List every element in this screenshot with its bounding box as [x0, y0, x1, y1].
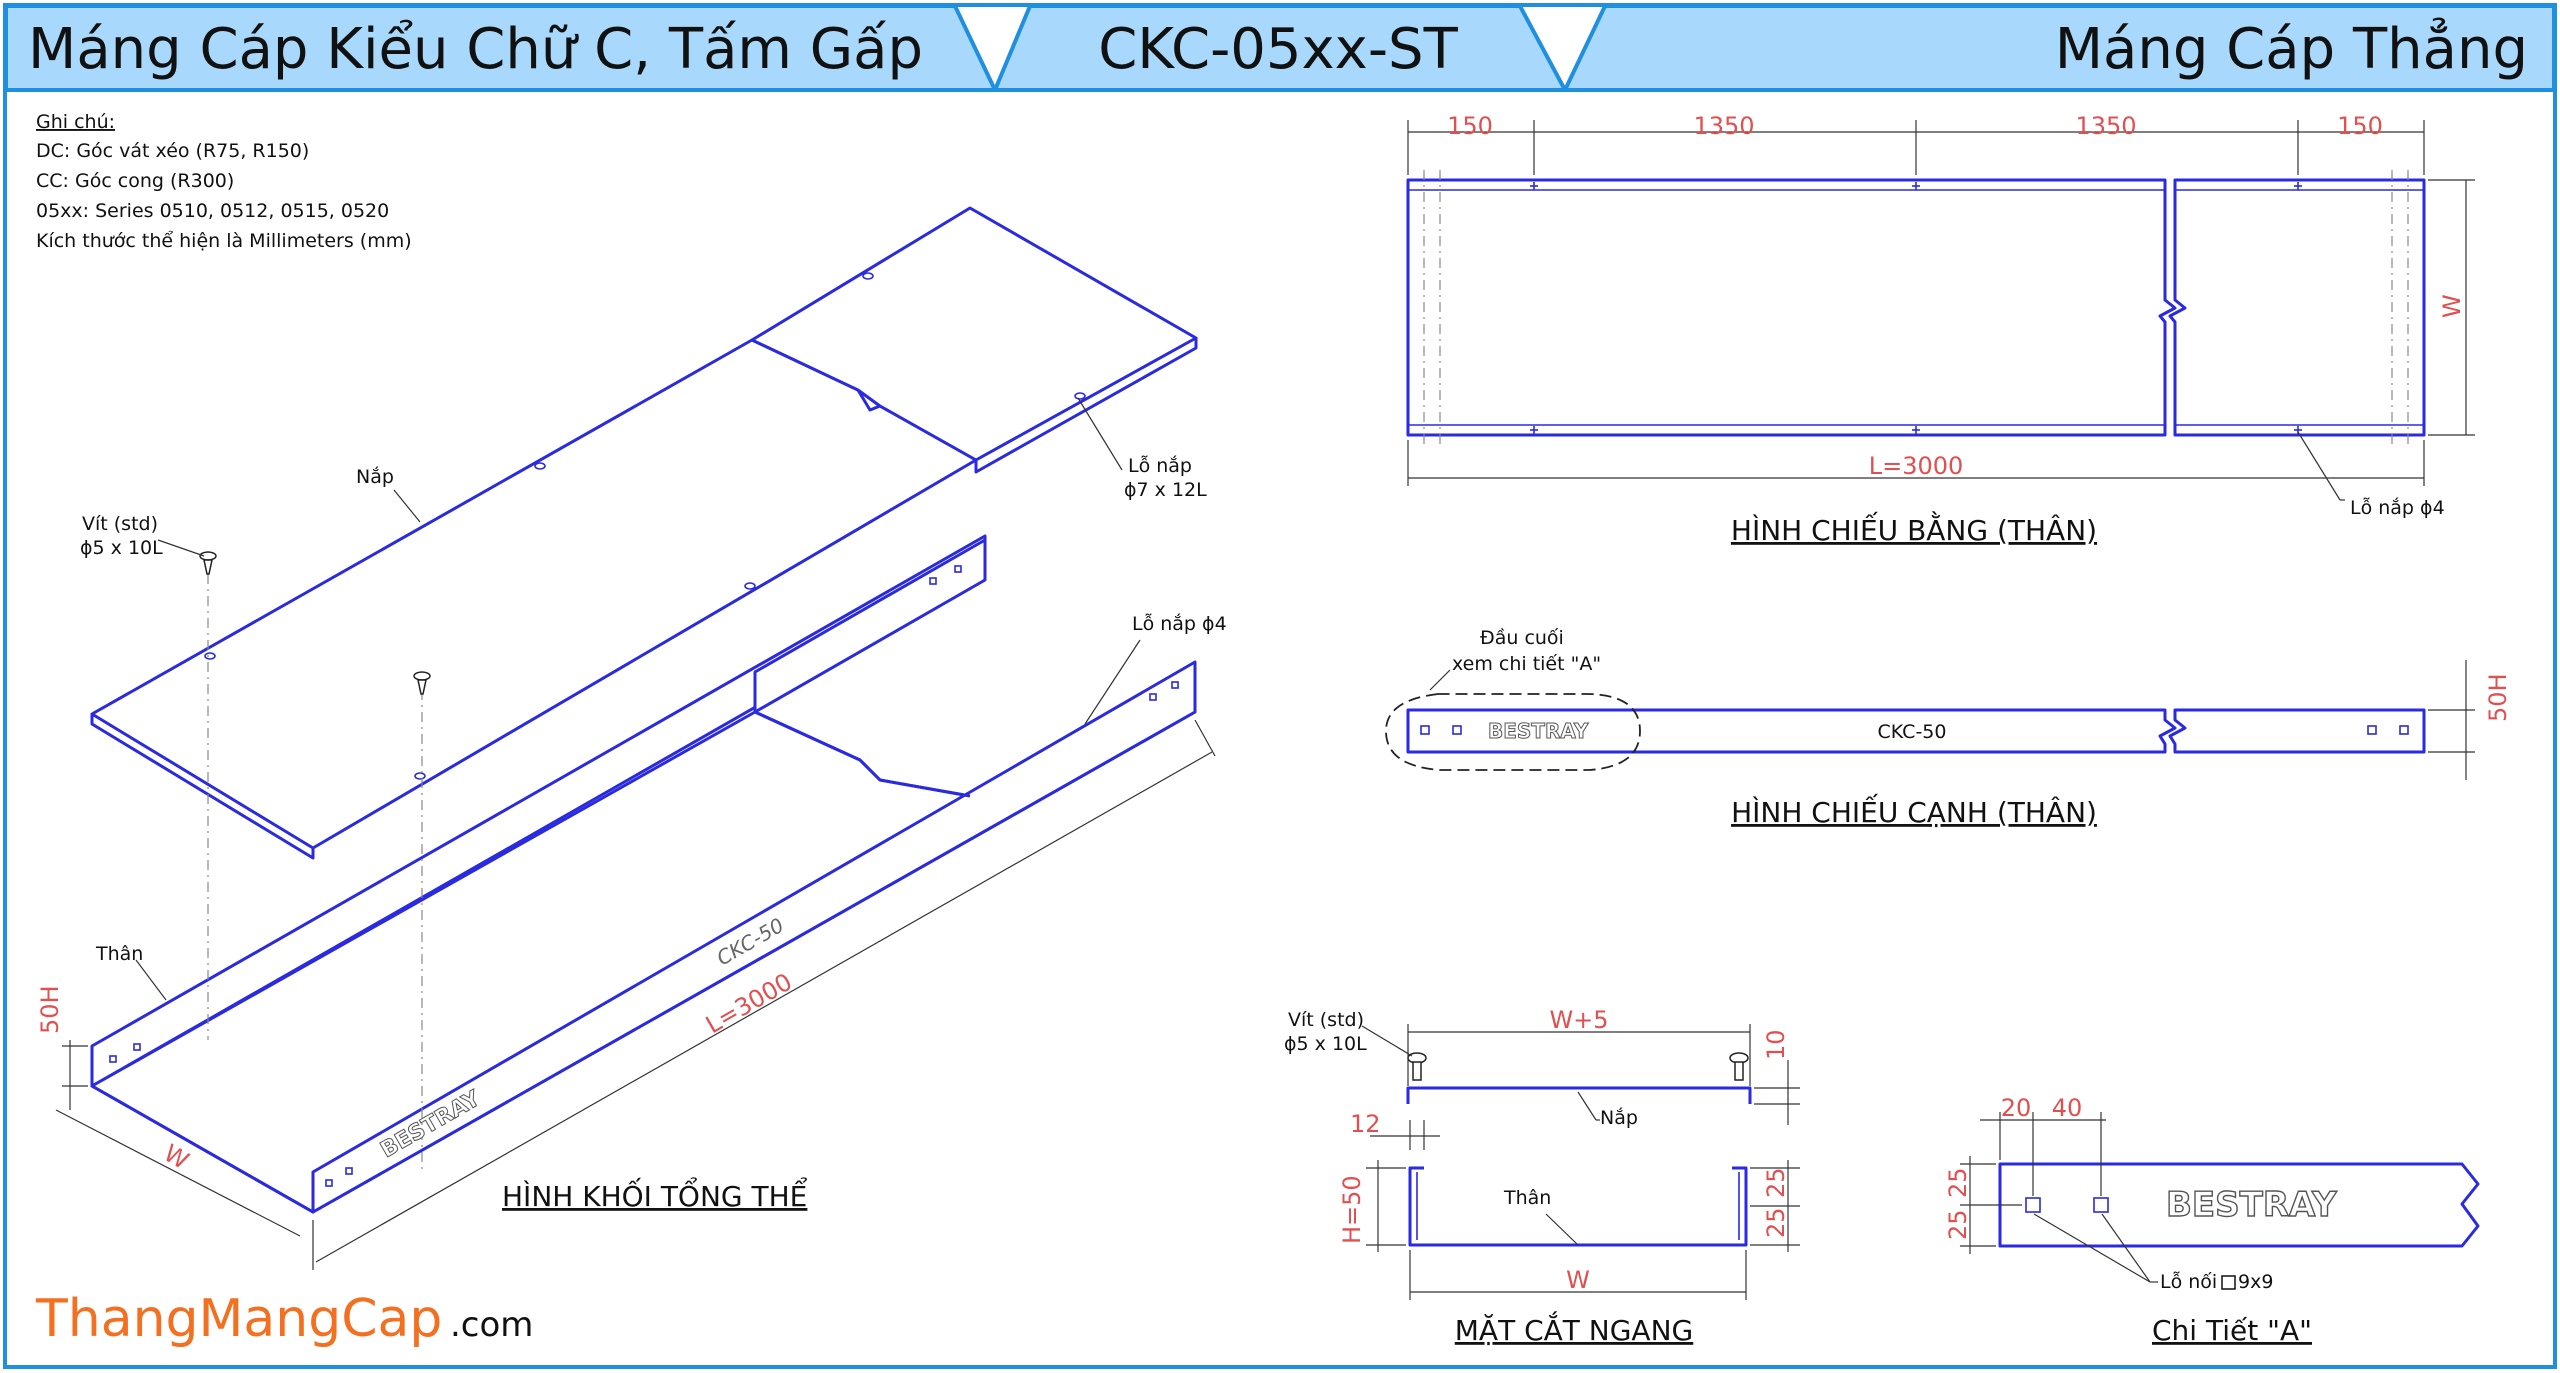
- side-view-caption: HÌNH CHIẾU CẠNH (THÂN): [1731, 792, 2097, 829]
- notes-heading: Ghi chú:: [36, 111, 115, 133]
- top-view-segment-2: [2168, 178, 2426, 437]
- isometric-view: Nắp Vít (std) ϕ5 x 10L Lỗ nắp ϕ7 x 12L L…: [36, 206, 1227, 1270]
- detail-dim-v1: 25: [1944, 1167, 1972, 1198]
- side-view: BESTRAY CKC-50 Đầu cuối xem chi tiết "A"…: [1385, 627, 2512, 829]
- iso-body-label: Thân: [95, 943, 143, 965]
- section-height-dim: H=50: [1338, 1175, 1366, 1244]
- top-view-segment-1: [1406, 178, 2177, 437]
- side-view-segment-1: [1406, 708, 2177, 754]
- detail-brand-mark: BESTRAY: [2166, 1185, 2337, 1225]
- notes-block: Ghi chú: DC: Góc vát xéo (R75, R150) CC:…: [36, 111, 412, 252]
- section-lower-half-dim: 25: [1762, 1207, 1790, 1238]
- section-screw-label: Vít (std): [1288, 1009, 1364, 1031]
- detail-a-callout: [1385, 693, 1641, 771]
- iso-cover-hole-spec: ϕ7 x 12L: [1124, 479, 1207, 501]
- iso-width-dim: W: [159, 1139, 194, 1175]
- square-hole-icon: [2221, 1275, 2236, 1290]
- side-end-label-2: xem chi tiết "A": [1452, 653, 1601, 675]
- iso-cover-label: Nắp: [356, 465, 394, 488]
- side-view-segment-2: [2168, 708, 2426, 754]
- footer-brand: ThangMangCap: [35, 1289, 442, 1349]
- detail-hole-spec: 9x9: [2238, 1271, 2273, 1293]
- section-body: [1408, 1166, 1748, 1247]
- note-line: 05xx: Series 0510, 0512, 0515, 0520: [36, 200, 389, 222]
- section-cover-height-dim: 10: [1762, 1029, 1790, 1060]
- body-far-wall-2: [753, 538, 987, 714]
- screw-icon: [199, 551, 217, 575]
- screw-icon: [1729, 1052, 1749, 1081]
- side-height-dim: 50H: [2484, 673, 2512, 722]
- section-upper-half-dim: 25: [1762, 1167, 1790, 1198]
- top-dim-3: 1350: [2075, 112, 2136, 140]
- section-caption: MẶT CẮT NGANG: [1455, 1310, 1693, 1347]
- section-cover: [1406, 1086, 1752, 1104]
- screw-icon: [1407, 1052, 1427, 1081]
- detail-a-view: BESTRAY 20 40 25 25 Lỗ nối 9x9 Chi Tiết …: [1944, 1094, 2480, 1347]
- section-cover-label: Nắp: [1600, 1106, 1638, 1129]
- top-dim-4: 150: [2337, 112, 2383, 140]
- footer-logo: ThangMangCap .com: [35, 1289, 533, 1349]
- title-bar: Máng Cáp Kiểu Chữ C, Tấm Gấp CKC-05xx-ST…: [4, 4, 2556, 92]
- top-view-caption: HÌNH CHIẾU BẰNG (THÂN): [1731, 510, 2097, 547]
- top-length-dim: L=3000: [1869, 452, 1964, 480]
- top-dim-1: 150: [1447, 112, 1493, 140]
- top-dim-2: 1350: [1693, 112, 1754, 140]
- header-left-title: Máng Cáp Kiểu Chữ C, Tấm Gấp: [28, 17, 923, 82]
- detail-hole-label: Lỗ nối: [2160, 1270, 2217, 1293]
- top-hole-label: Lỗ nắp ϕ4: [2350, 496, 2445, 519]
- note-line: DC: Góc vát xéo (R75, R150): [36, 140, 309, 162]
- section-gap-dim: 12: [1350, 1110, 1381, 1138]
- screw-icon: [413, 671, 431, 695]
- iso-height-dim: 50H: [36, 985, 64, 1034]
- section-view: W+5 10 12 H=50 25 25 W Vít (std) ϕ5 x 10…: [1284, 1006, 1800, 1347]
- section-top-dim: W+5: [1549, 1006, 1608, 1034]
- iso-cover-hole-label: Lỗ nắp: [1128, 454, 1192, 477]
- top-view: 150 1350 1350 150 W L=3000: [1406, 112, 2475, 547]
- detail-dim-v2: 25: [1944, 1209, 1972, 1240]
- iso-screw-label: Vít (std): [82, 513, 158, 535]
- header-center-title: CKC-05xx-ST: [1098, 17, 1458, 82]
- side-end-label-1: Đầu cuối: [1480, 627, 1564, 649]
- note-line: CC: Góc cong (R300): [36, 170, 234, 192]
- detail-dim-2: 40: [2052, 1094, 2083, 1122]
- iso-caption: HÌNH KHỐI TỔNG THỂ: [502, 1176, 808, 1213]
- detail-a-outline: [1998, 1162, 2480, 1248]
- top-width-dim: W: [2438, 294, 2466, 318]
- detail-a-caption: Chi Tiết "A": [2152, 1314, 2312, 1347]
- footer-brand-suffix: .com: [450, 1305, 533, 1345]
- section-width-dim: W: [1566, 1266, 1590, 1294]
- section-screw-spec: ϕ5 x 10L: [1284, 1033, 1367, 1055]
- iso-body-hole-label: Lỗ nắp ϕ4: [1132, 612, 1227, 635]
- note-line: Kích thước thể hiện là Millimeters (mm): [36, 230, 412, 252]
- iso-screw-spec: ϕ5 x 10L: [80, 537, 163, 559]
- detail-dim-1: 20: [2001, 1094, 2032, 1122]
- side-part-code: CKC-50: [1878, 721, 1947, 743]
- header-right-title: Máng Cáp Thẳng: [2055, 17, 2528, 82]
- section-body-label: Thân: [1503, 1187, 1551, 1209]
- side-brand-mark: BESTRAY: [1488, 719, 1589, 743]
